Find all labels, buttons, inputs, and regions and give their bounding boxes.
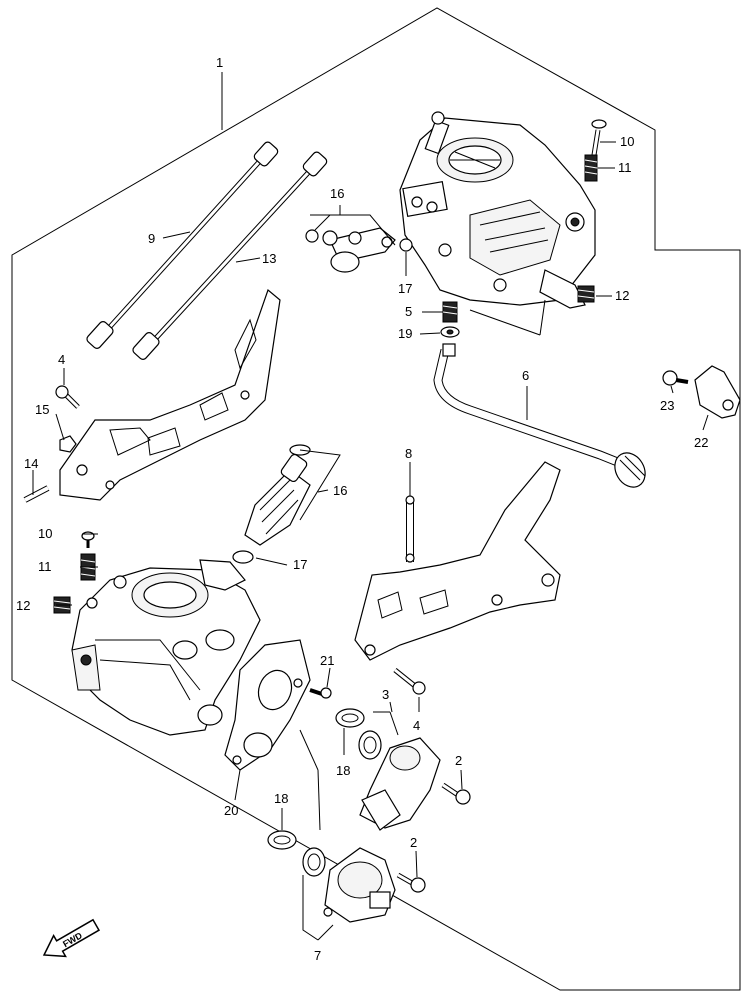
- label-15: 15: [35, 402, 49, 417]
- leader-16-top-b: [314, 214, 331, 231]
- spring-12-top: [577, 285, 595, 303]
- screw-2-lower: [396, 872, 426, 893]
- label-3: 3: [382, 687, 389, 702]
- clamp-18-upper: [335, 708, 365, 728]
- spring-5: [442, 301, 458, 323]
- fwd-arrow-icon: FWD: [42, 918, 101, 958]
- leader-7-b: [317, 924, 334, 941]
- label-14: 14: [24, 456, 38, 471]
- label-1: 1: [216, 55, 223, 70]
- label-7: 7: [314, 948, 321, 963]
- label-17-lower: 17: [293, 557, 307, 572]
- leader-7: [302, 875, 319, 941]
- label-13: 13: [262, 251, 276, 266]
- label-18-lower: 18: [274, 791, 288, 806]
- label-16-top: 16: [330, 186, 344, 201]
- bolt-23: [662, 370, 689, 386]
- gasket-20: [224, 639, 311, 771]
- right-bracket: [354, 461, 561, 661]
- injector-16-top: [305, 227, 396, 273]
- label-23: 23: [660, 398, 674, 413]
- oring-17-lower: [232, 550, 254, 564]
- top-throttle-body: [399, 111, 596, 309]
- lower-throttle-body: [71, 559, 261, 736]
- label-11-lower: 11: [38, 559, 52, 574]
- label-16-lower: 16: [333, 483, 347, 498]
- rod-8: [405, 495, 415, 563]
- label-8: 8: [405, 446, 412, 461]
- leader-top-body2: [539, 299, 546, 336]
- screw-2-upper: [441, 782, 471, 805]
- spring-11-top: [584, 154, 598, 182]
- bracket-22: [694, 365, 741, 419]
- label-9: 9: [148, 231, 155, 246]
- seal-lower: [302, 847, 326, 877]
- clamp-18-lower: [267, 830, 297, 850]
- label-5: 5: [405, 304, 412, 319]
- leader-gasket-b: [317, 769, 321, 831]
- label-11-top: 11: [618, 160, 632, 175]
- label-2-lower: 2: [410, 835, 417, 850]
- assembly-boundary: [11, 7, 741, 991]
- label-12-lower: 12: [16, 598, 30, 613]
- label-19: 19: [398, 326, 412, 341]
- injector-16-lower: [244, 444, 311, 546]
- label-12-top: 12: [615, 288, 629, 303]
- screw-14: [23, 485, 50, 503]
- label-22: 22: [694, 435, 708, 450]
- screw-4-right: [393, 668, 426, 695]
- leader-gasket: [299, 729, 319, 771]
- seal-3: [358, 730, 382, 760]
- label-20: 20: [224, 803, 238, 818]
- screw-4-left: [55, 385, 80, 409]
- label-6: 6: [522, 368, 529, 383]
- screw-10-top: [591, 119, 607, 156]
- leader-lines: [32, 72, 709, 878]
- label-2-upper: 2: [455, 753, 462, 768]
- sensor-upper: [359, 737, 441, 831]
- leader-top-body: [469, 309, 541, 336]
- label-18-upper: 18: [336, 763, 350, 778]
- oring-17-top: [399, 238, 413, 252]
- left-bracket: [59, 288, 281, 501]
- rod-9: [86, 141, 279, 349]
- label-10-top: 10: [620, 134, 634, 149]
- label-10-lower: 10: [38, 526, 52, 541]
- screw-21: [309, 687, 332, 699]
- label-4-right: 4: [413, 718, 420, 733]
- label-4-left: 4: [58, 352, 65, 367]
- label-21: 21: [320, 653, 334, 668]
- label-17-top: 17: [398, 281, 412, 296]
- sensor-7: [323, 847, 396, 923]
- cable-6: [433, 343, 646, 488]
- rod-13: [132, 151, 328, 360]
- leader-16-lower: [299, 449, 341, 521]
